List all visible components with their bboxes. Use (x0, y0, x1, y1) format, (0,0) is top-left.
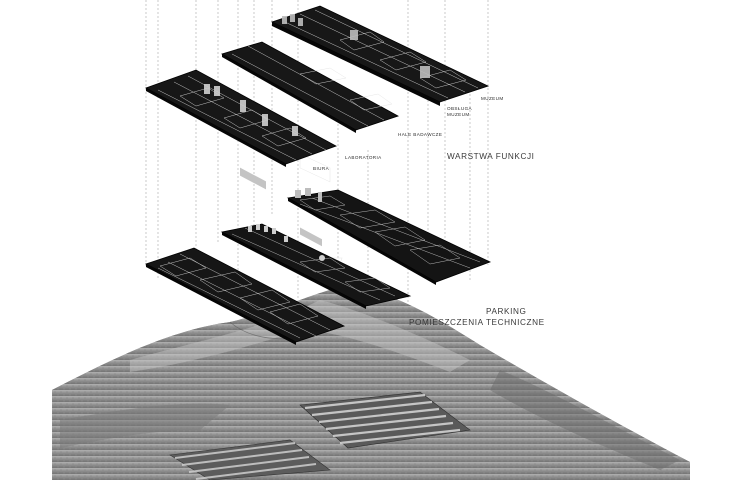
label-warstwa-funkcji: WARSTWA FUNKCJI (447, 152, 535, 161)
label-laboratoria: LABORATORIA (345, 155, 382, 160)
plate-biura-laboratoria (145, 69, 337, 167)
label-obsluga-muzeum-2: MUZEUM (447, 112, 470, 117)
label-muzeum: MUZEUM (481, 96, 504, 101)
label-hale-badawcze: HALE BADAWCZE (398, 132, 443, 137)
label-obsluga-muzeum-1: OBSŁUGA (447, 106, 473, 111)
plate-muzeum (270, 5, 490, 183)
label-biura: BIURA (313, 166, 330, 171)
label-pomieszczenia-techniczne: POMIESZCZENIA TECHNICZNE (409, 318, 545, 327)
plate-parking-front (144, 247, 346, 345)
plate-hale-badawcze (220, 41, 399, 247)
label-parking: PARKING (486, 307, 527, 316)
plate-technical-middle (220, 223, 412, 309)
